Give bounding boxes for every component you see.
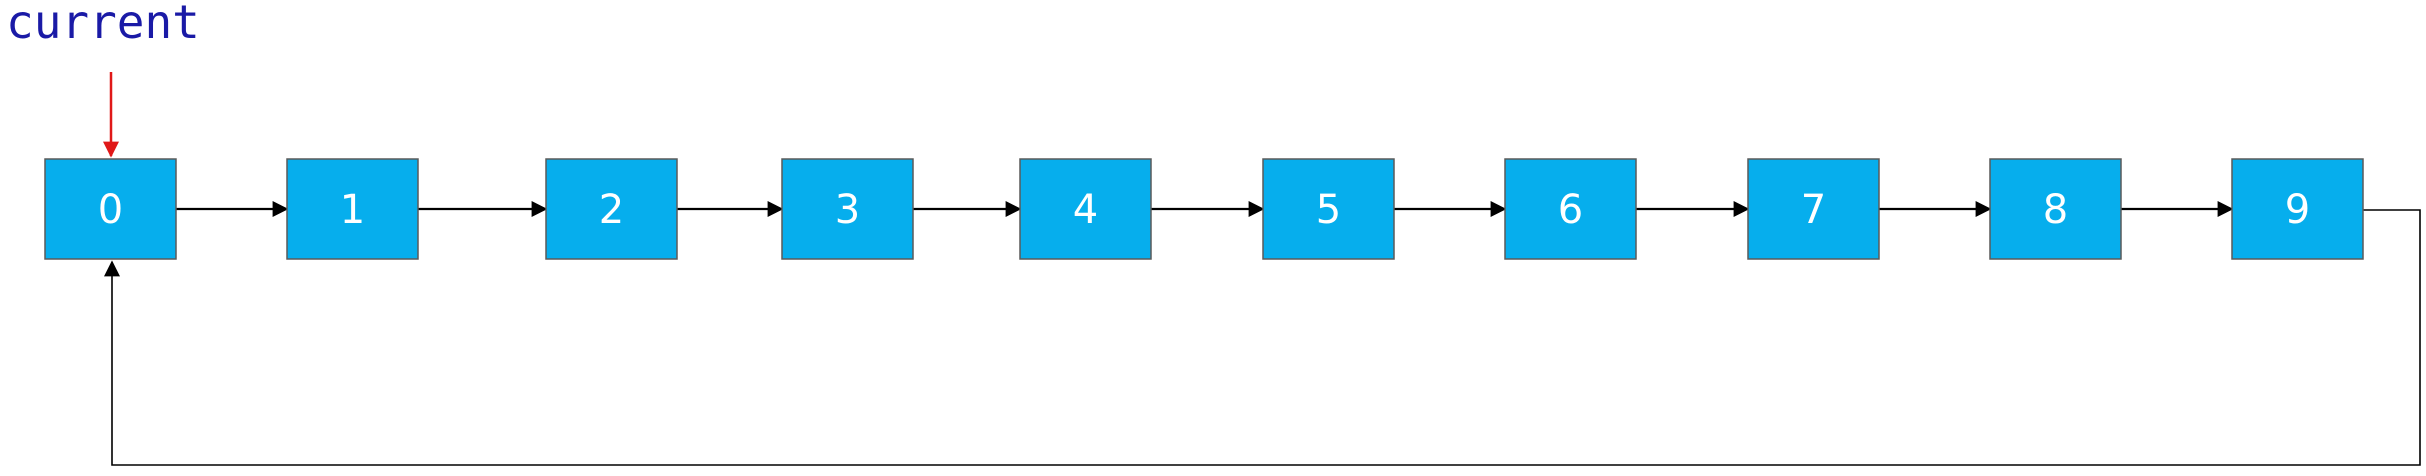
node-box (1262, 158, 1395, 260)
node-label: 9 (2285, 187, 2310, 233)
list-node-1: 1 (286, 158, 419, 260)
node-box (1019, 158, 1152, 260)
node-box (286, 158, 419, 260)
list-node-7: 7 (1747, 158, 1880, 260)
node-label: 8 (2043, 187, 2068, 233)
node-label: 6 (1558, 187, 1583, 233)
node-label: 0 (98, 187, 123, 233)
return-link (104, 209, 2421, 466)
node-list: 0 1 2 3 4 5 6 7 8 9 (44, 158, 2364, 260)
node-box (2231, 158, 2364, 260)
node-box (44, 158, 177, 260)
node-box (1504, 158, 1637, 260)
node-label: 4 (1073, 187, 1098, 233)
list-node-3: 3 (781, 158, 914, 260)
node-label: 5 (1316, 187, 1341, 233)
node-label: 3 (835, 187, 860, 233)
list-node-6: 6 (1504, 158, 1637, 260)
node-label: 2 (599, 187, 624, 233)
node-box (781, 158, 914, 260)
list-node-9: 9 (2231, 158, 2364, 260)
list-node-5: 5 (1262, 158, 1395, 260)
pointer-label: current (6, 0, 200, 49)
node-box (1747, 158, 1880, 260)
node-label: 1 (340, 187, 365, 233)
list-node-4: 4 (1019, 158, 1152, 260)
node-label: 7 (1801, 187, 1826, 233)
node-box (545, 158, 678, 260)
list-node-0: 0 (44, 158, 177, 260)
list-node-2: 2 (545, 158, 678, 260)
list-node-8: 8 (1989, 158, 2122, 260)
node-box (1989, 158, 2122, 260)
